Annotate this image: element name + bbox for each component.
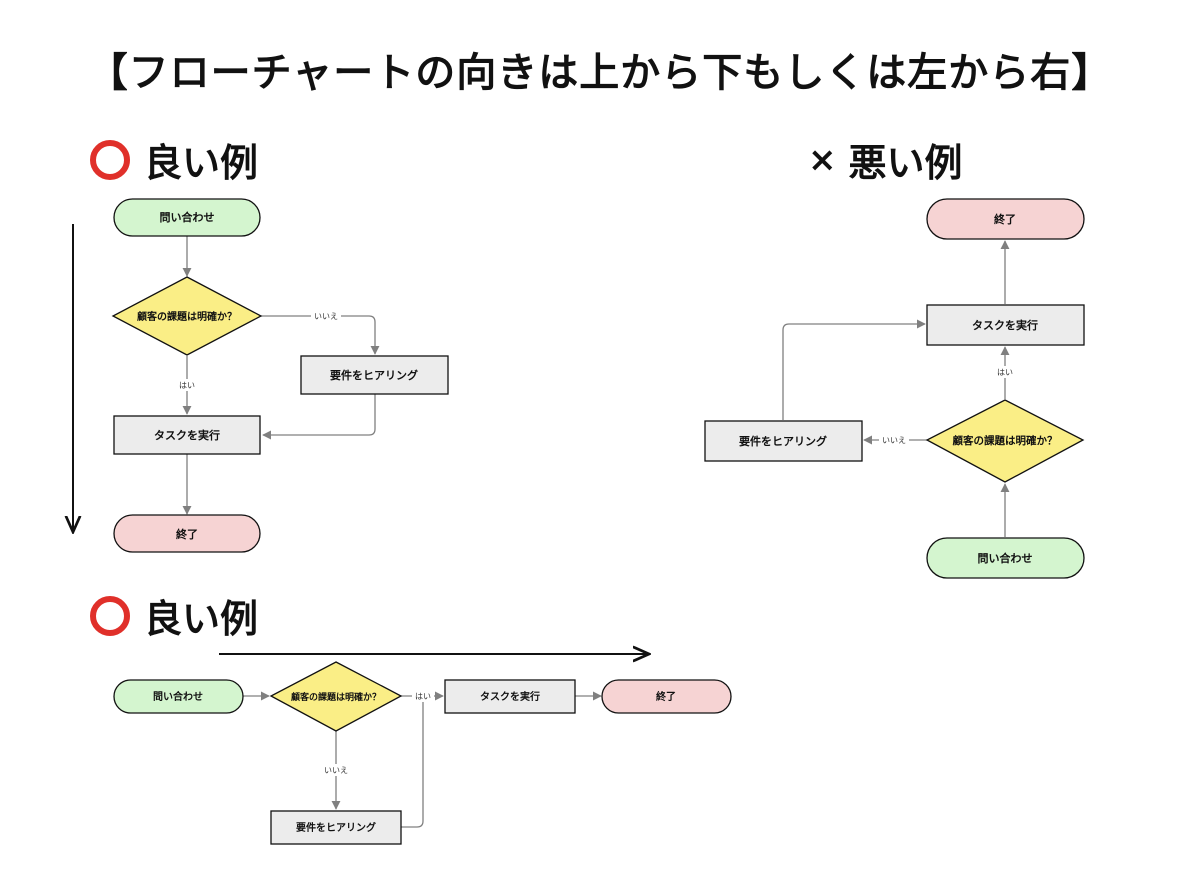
v-node-hearing-label: 要件をヒアリング	[330, 368, 418, 382]
b-node-hearing: 要件をヒアリング	[704, 420, 863, 462]
h-node-hearing: 要件をヒアリング	[270, 810, 402, 845]
h-edge-label-no: いいえ	[324, 766, 348, 775]
v-node-inquiry-label: 問い合わせ	[160, 210, 215, 224]
circle-mark-icon	[90, 139, 130, 180]
b-edge-label-yes: はい	[997, 368, 1013, 377]
b-node-end-label: 終了	[994, 212, 1016, 226]
v-node-inquiry: 問い合わせ	[113, 198, 261, 237]
b-node-inquiry-label: 問い合わせ	[978, 551, 1033, 565]
b-node-execute-label: タスクを実行	[972, 318, 1038, 332]
good-vertical-heading: 良い例	[90, 132, 258, 187]
h-node-inquiry-label: 問い合わせ	[153, 690, 203, 703]
b-node-inquiry: 問い合わせ	[926, 537, 1085, 579]
h-node-hearing-label: 要件をヒアリング	[296, 821, 376, 834]
b-edge-label-no: いいえ	[882, 436, 906, 445]
h-node-inquiry: 問い合わせ	[113, 679, 244, 714]
h-node-decision-label: 顧客の課題は明確か？	[291, 691, 381, 703]
h-node-end-label: 終了	[656, 690, 676, 703]
h-node-end: 終了	[601, 679, 732, 714]
v-edge-label-no: いいえ	[314, 312, 338, 321]
v-node-decision: 顧客の課題は明確か？	[111, 276, 263, 356]
v-node-execute-label: タスクを実行	[154, 428, 220, 442]
h-node-decision: 顧客の課題は明確か？	[269, 661, 403, 732]
circle-mark-icon	[90, 595, 130, 636]
page-title: 【フローチャートの向きは上から下もしくは左から右】	[87, 50, 1113, 96]
h-edge-label-yes: はい	[415, 692, 431, 701]
h-edges	[243, 691, 602, 828]
v-node-end-label: 終了	[176, 527, 198, 541]
good-horizontal-heading-label: 良い例	[144, 597, 259, 641]
cross-mark-icon: ×	[808, 139, 837, 180]
h-node-execute: タスクを実行	[444, 679, 576, 714]
v-node-decision-label: 顧客の課題は明確か？	[137, 310, 237, 323]
v-node-hearing: 要件をヒアリング	[300, 355, 449, 395]
good-horizontal-heading: 良い例	[90, 588, 258, 643]
bad-heading-label: 悪い例	[848, 141, 963, 185]
v-node-execute: タスクを実行	[113, 415, 261, 455]
b-edges	[782, 240, 1010, 537]
good-vertical-heading-label: 良い例	[144, 141, 259, 185]
v-node-end: 終了	[113, 514, 261, 553]
b-node-end: 終了	[926, 198, 1085, 240]
b-node-decision-label: 顧客の課題は明確か？	[953, 434, 1058, 447]
v-edge-label-yes: はい	[179, 381, 195, 390]
h-node-execute-label: タスクを実行	[480, 690, 540, 703]
b-node-execute: タスクを実行	[926, 304, 1085, 346]
bad-heading: × 悪い例	[808, 132, 963, 187]
b-node-decision: 顧客の課題は明確か？	[925, 399, 1085, 483]
b-node-hearing-label: 要件をヒアリング	[739, 434, 827, 448]
